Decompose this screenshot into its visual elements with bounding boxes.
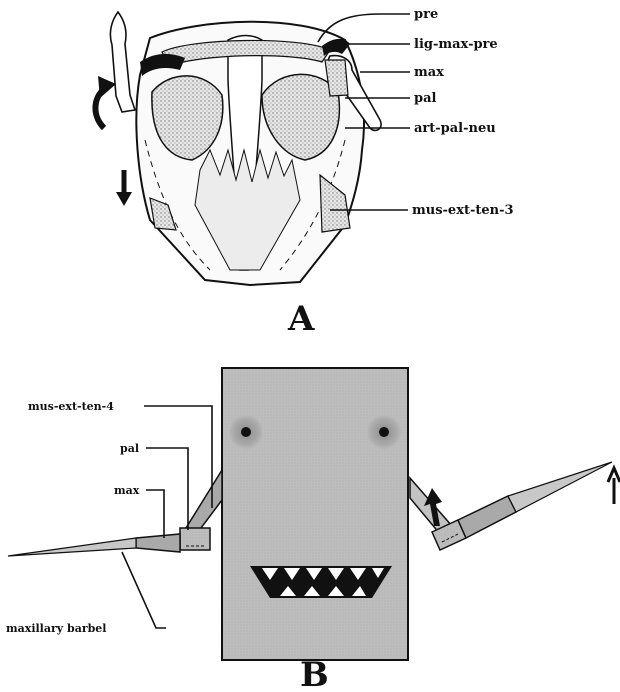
label-pre: pre: [414, 7, 438, 22]
label-lig-max-pre: lig-max-pre: [414, 37, 498, 52]
label-max: max: [414, 65, 444, 80]
label-pal-b: pal: [120, 442, 139, 455]
arrowhead-down-icon: [116, 192, 132, 206]
panel-a-skull-drawing: [95, 12, 381, 285]
label-art-pal-neu: art-pal-neu: [414, 121, 496, 136]
left-maxillary-barbel: [8, 538, 136, 556]
label-mus-ext-ten-3: mus-ext-ten-3: [412, 203, 514, 218]
left-palatine-block: [180, 528, 210, 550]
arrowhead-up-icon: [98, 76, 116, 98]
left-muscle-4: [186, 470, 222, 532]
label-max-b: max: [114, 484, 140, 497]
label-mus-ext-ten-4: mus-ext-ten-4: [28, 400, 114, 413]
head-block: [222, 368, 408, 660]
right-maxilla-bar: [458, 496, 516, 538]
left-maxilla-bar: [136, 534, 180, 552]
label-maxillary-barbel: maxillary barbel: [6, 622, 107, 635]
up-arrow-edge-icon: [608, 468, 620, 504]
left-maxilla: [110, 12, 135, 112]
panel-a-letter: A: [287, 299, 315, 339]
right-maxillary-barbel: [508, 462, 612, 512]
left-pupil: [241, 427, 251, 437]
right-pupil: [379, 427, 389, 437]
panel-b-letter: B: [300, 655, 329, 692]
label-pal: pal: [414, 91, 437, 106]
